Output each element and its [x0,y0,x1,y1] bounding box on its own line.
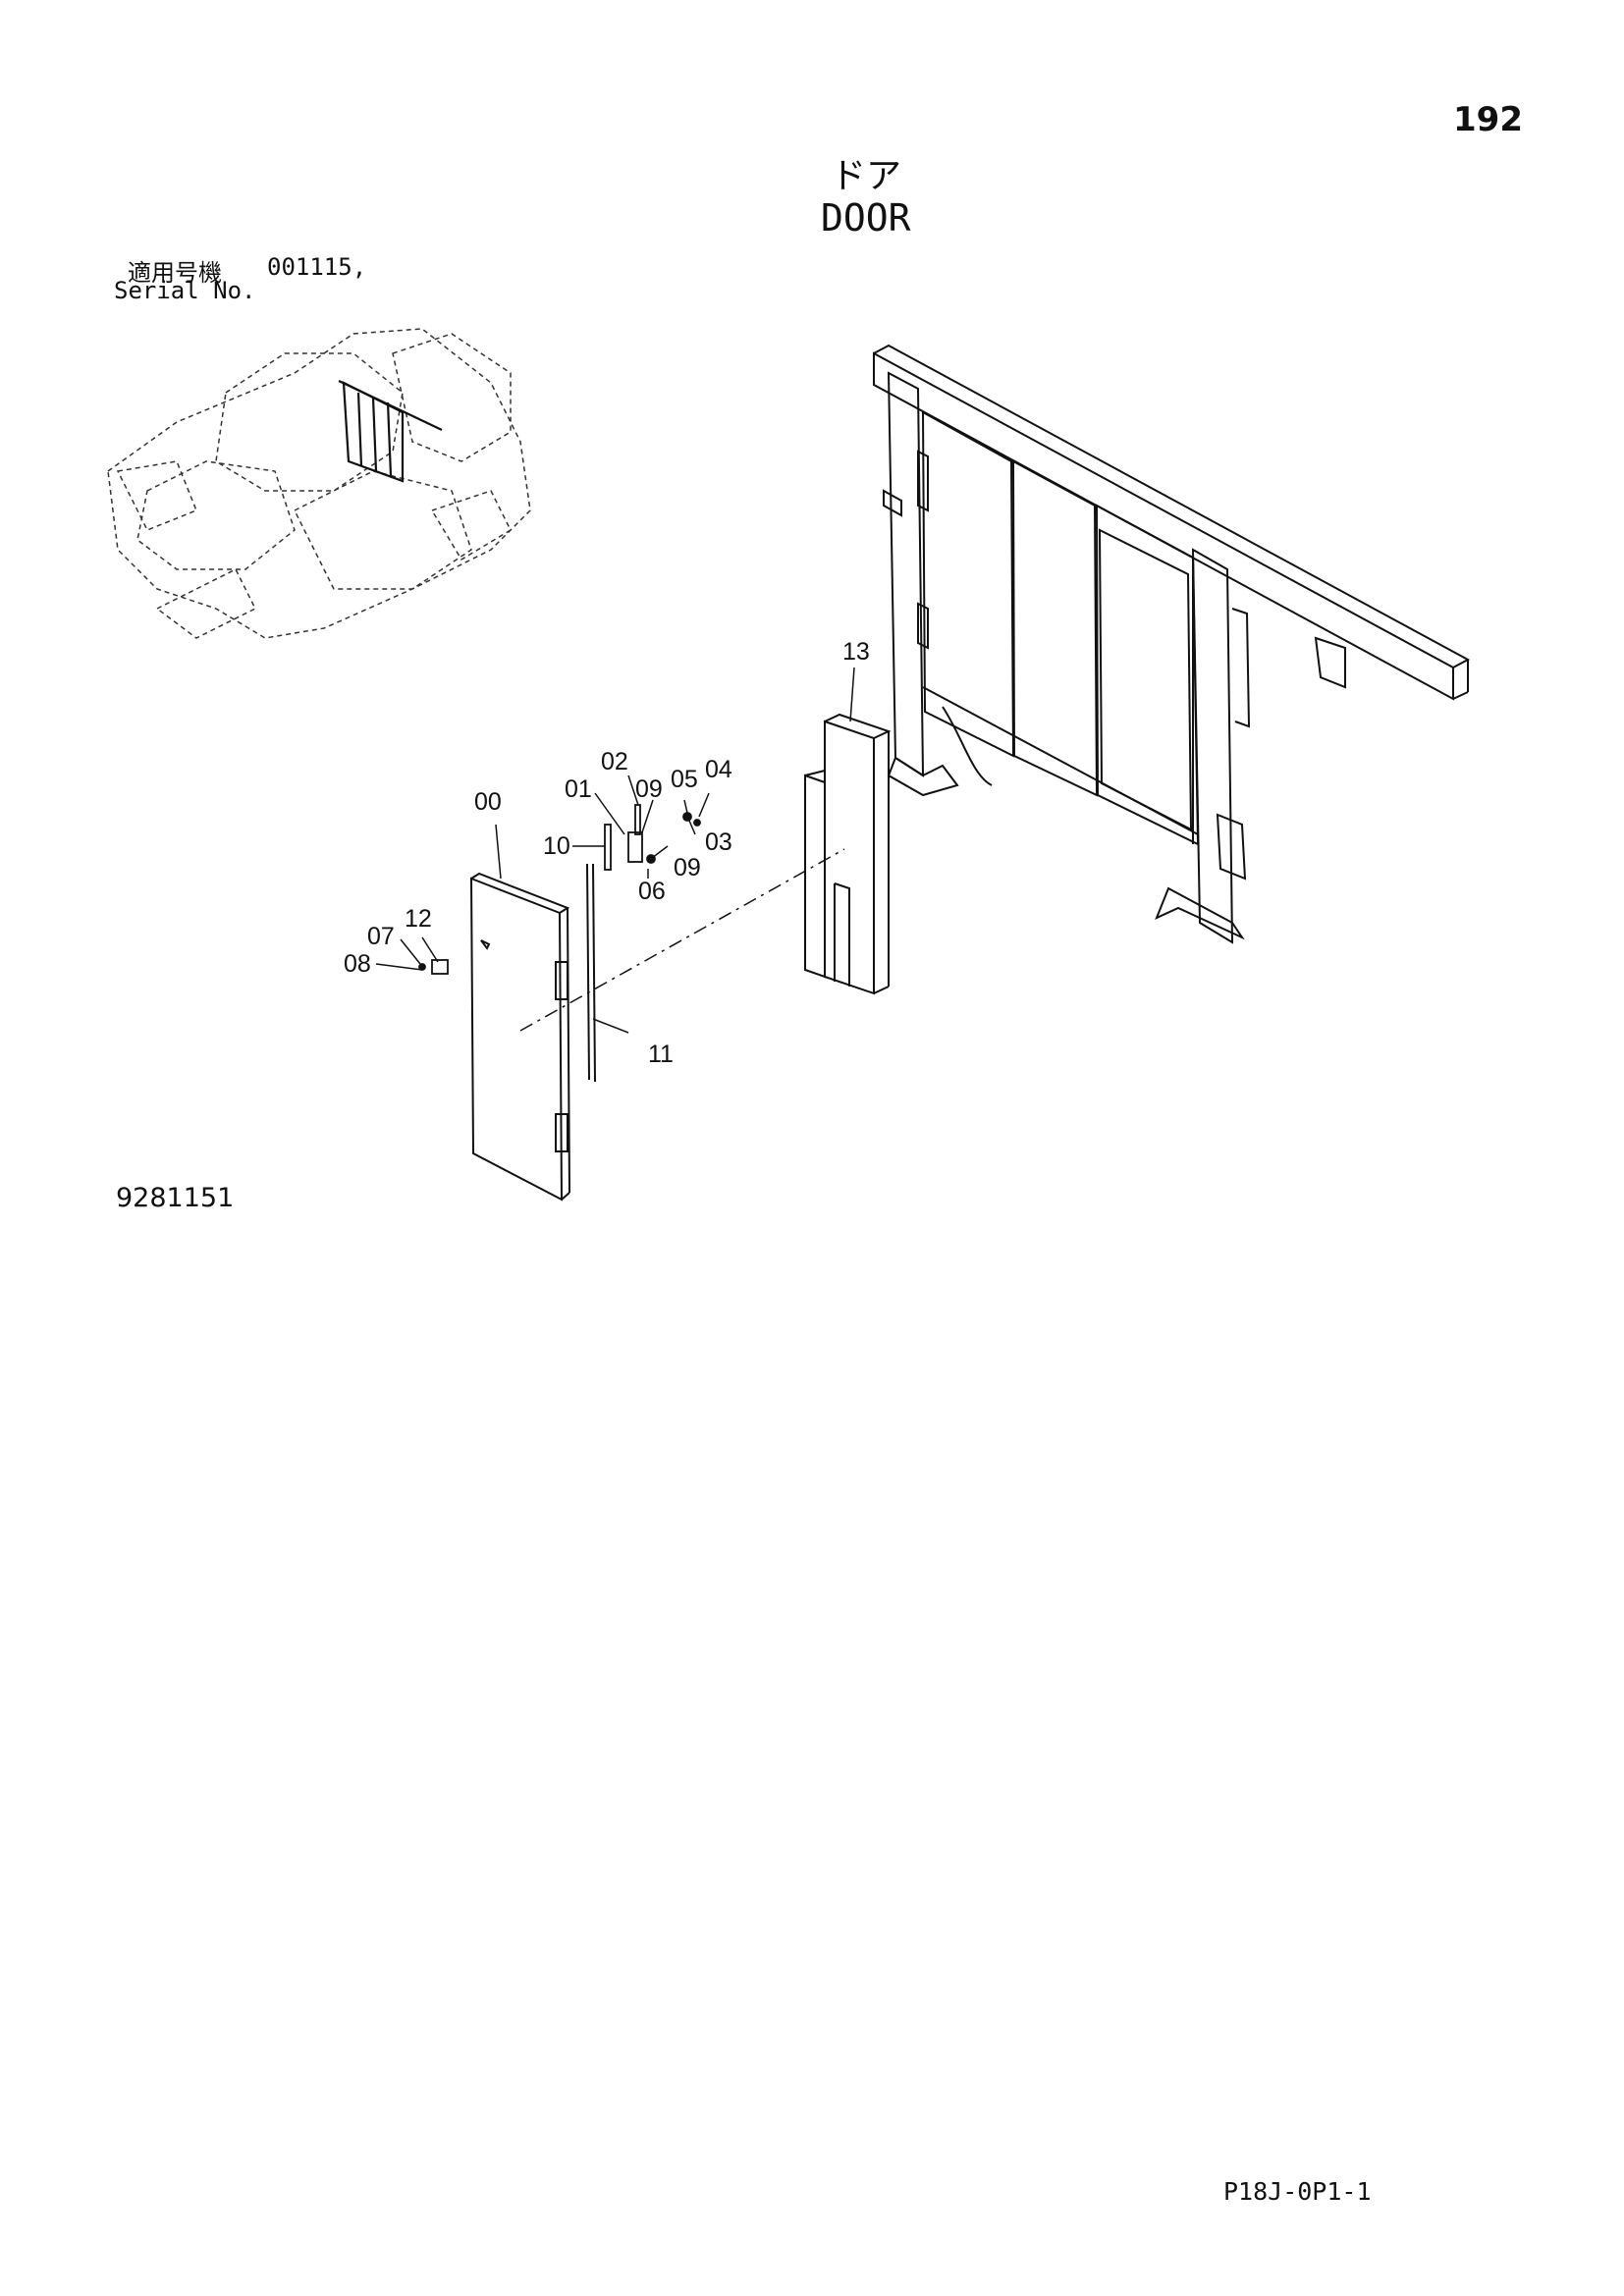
serial-label: Serial No. [114,277,256,304]
callout-06: 06 [638,878,666,905]
frame-assembly [873,344,1471,944]
drawing-number: 9281151 [116,1183,235,1213]
callout-09-upper: 09 [635,775,663,803]
leader-lines [375,667,855,1034]
door-panel [469,872,570,1201]
callout-13: 13 [842,638,870,666]
callout-11: 11 [648,1041,674,1068]
serial-label-japanese: 適用号機 [128,259,222,287]
highlighted-door-location [338,380,443,483]
page-number: 192 [1453,100,1523,139]
page-title: DOOR [821,196,911,240]
callout-05: 05 [671,766,698,793]
callout-09-lower: 09 [674,854,701,881]
part-13-panel [804,713,892,995]
assembly-axis-line [519,848,845,1032]
callout-00: 00 [474,788,502,816]
callout-10: 10 [543,832,570,860]
callout-01: 01 [565,775,592,803]
callout-03: 03 [705,828,732,856]
callout-08: 08 [344,950,371,978]
sheet-code: P18J-0P1-1 [1223,2177,1372,2206]
callout-07: 07 [367,923,395,950]
callout-04: 04 [705,756,732,783]
page-title-japanese: ドア [831,156,902,196]
callout-12: 12 [405,905,432,933]
serial-value: 001115, [267,253,367,281]
callout-02: 02 [601,748,628,775]
part-11-seal [586,863,596,1083]
machine-overview [107,328,531,639]
